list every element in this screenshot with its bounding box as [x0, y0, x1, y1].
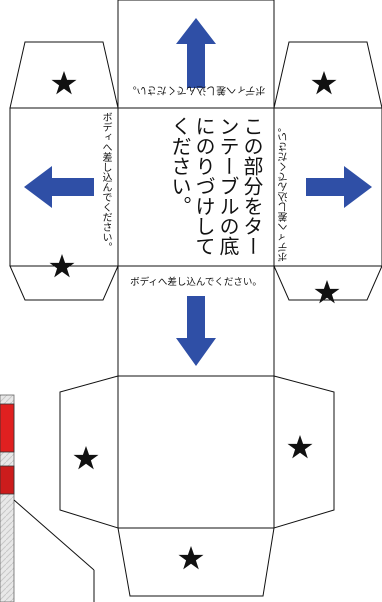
star-icon: [49, 254, 75, 278]
arrow-right-icon: [306, 166, 372, 208]
right-upper-flap: [273, 41, 382, 109]
insert-label: ボディへ差し込んでください。: [130, 277, 262, 288]
bottom-flap: [117, 527, 275, 597]
bottom-panel: [117, 375, 275, 529]
right-lower-flap: [273, 265, 382, 301]
star-icon: [311, 71, 337, 95]
neighbor-piece-fragment: [0, 394, 95, 602]
bottom-left-flap: [59, 375, 119, 529]
left-lower-flap: [9, 265, 119, 301]
star-icon: [314, 280, 340, 304]
bottom-right-flap: [273, 375, 335, 529]
left-flap-label: ボディへ差し込んでください。: [100, 112, 111, 252]
center-instruction: この部分をターンテーブルの底にのりづけしてください。: [168, 116, 264, 256]
cube-net-outline: [9, 0, 382, 597]
star-icon: [178, 546, 204, 570]
arrow-left-icon: [24, 166, 94, 208]
star-icon: [73, 446, 99, 470]
left-upper-flap: [9, 41, 119, 109]
arrow-up-icon: [176, 18, 216, 88]
right-flap-label: ボディへ差し込んでください。: [279, 122, 290, 262]
star-icon: [51, 71, 77, 95]
arrow-down-icon: [176, 296, 216, 366]
star-icons: [49, 71, 340, 570]
top-flap-label: ボディへ差し込んでください。: [126, 84, 266, 95]
star-icon: [287, 435, 313, 459]
